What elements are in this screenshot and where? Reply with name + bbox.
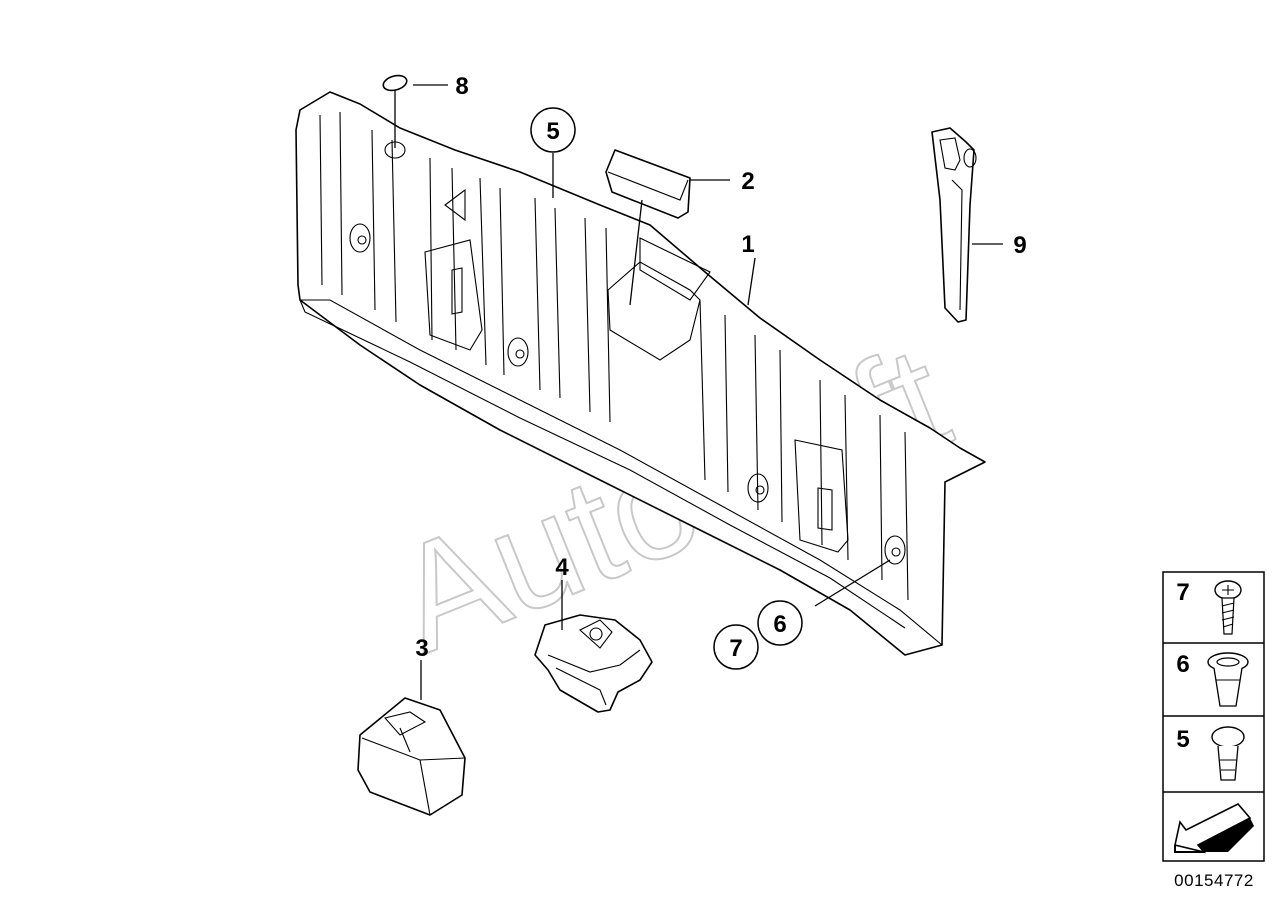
orientation-arrow-icon xyxy=(1174,803,1254,854)
callout-3: 3 xyxy=(415,635,428,662)
callouts: 8 5 2 1 9 4 3 6 7 xyxy=(415,73,1027,670)
callout-9: 9 xyxy=(1013,232,1026,259)
part-4-bracket xyxy=(534,614,653,713)
callout-6-circle xyxy=(757,600,803,646)
screw-icon xyxy=(1214,580,1242,635)
callout-5: 5 xyxy=(546,118,559,145)
diagram-id: 00154772 xyxy=(1174,871,1254,890)
leader-lines xyxy=(394,84,1003,700)
expanding-rivet-icon xyxy=(1211,726,1245,781)
grommet-nut-icon xyxy=(1207,652,1249,707)
callout-8: 8 xyxy=(455,73,468,100)
legend: 7 6 5 xyxy=(1162,571,1265,862)
callout-4: 4 xyxy=(555,554,569,581)
part-9-side-strip xyxy=(931,127,977,323)
part-3-block xyxy=(357,697,466,816)
legend-number-6: 6 xyxy=(1176,651,1189,678)
part-8-cap xyxy=(382,74,408,92)
callout-5-circle xyxy=(530,107,576,153)
callout-7: 7 xyxy=(729,635,742,662)
part-1-trim-panel xyxy=(295,91,986,656)
part-2-pad xyxy=(605,149,691,219)
legend-number-5: 5 xyxy=(1176,726,1189,753)
callout-6: 6 xyxy=(773,611,786,638)
callout-1: 1 xyxy=(741,231,754,258)
callout-7-circle xyxy=(713,624,759,670)
legend-number-7: 7 xyxy=(1176,579,1189,606)
callout-2: 2 xyxy=(741,168,754,195)
